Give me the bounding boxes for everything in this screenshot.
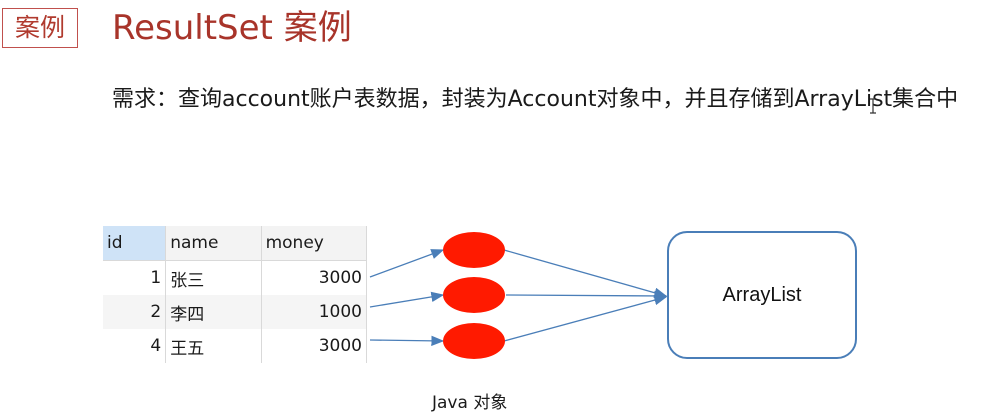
arraylist-box: ArrayList xyxy=(667,231,857,359)
cell-money: 3000 xyxy=(261,329,368,363)
account-table: id name money 1 张三 3000 2 李四 1000 4 王五 3… xyxy=(103,226,368,363)
java-object-3 xyxy=(443,323,505,359)
requirement-text: 需求：查询account账户表数据，封装为Account对象中，并且存储到Arr… xyxy=(112,87,959,112)
column-header-money: money xyxy=(261,226,368,261)
cell-name: 王五 xyxy=(165,329,262,363)
cell-money: 1000 xyxy=(261,295,368,329)
table-row: 2 李四 1000 xyxy=(103,295,368,329)
cell-id: 1 xyxy=(103,260,167,295)
object-to-list-arrow-3 xyxy=(503,295,668,342)
java-object-2 xyxy=(443,277,505,313)
table-row: 1 张三 3000 xyxy=(103,260,368,295)
column-header-name: name xyxy=(165,226,262,261)
column-header-id: id xyxy=(103,226,167,261)
row-to-object-arrow-1 xyxy=(369,249,445,278)
cell-name: 李四 xyxy=(165,295,262,329)
cell-id: 4 xyxy=(103,329,167,363)
slide-title: ResultSet 案例 xyxy=(112,8,352,48)
text-cursor-icon xyxy=(870,98,876,114)
section-badge: 案例 xyxy=(2,8,78,48)
cell-id: 2 xyxy=(103,295,167,329)
row-to-object-arrow-3 xyxy=(369,335,445,347)
object-to-list-arrow-2 xyxy=(505,290,668,302)
java-objects-caption: Java 对象 xyxy=(432,393,508,413)
row-to-object-arrow-2 xyxy=(369,291,445,308)
cell-money: 3000 xyxy=(261,260,368,295)
arraylist-label: ArrayList xyxy=(722,283,802,306)
table-row: 4 王五 3000 xyxy=(103,329,368,363)
cell-name: 张三 xyxy=(165,260,262,295)
object-to-list-arrow-1 xyxy=(503,249,668,298)
java-object-1 xyxy=(443,232,505,268)
table-header-row: id name money xyxy=(103,226,368,261)
